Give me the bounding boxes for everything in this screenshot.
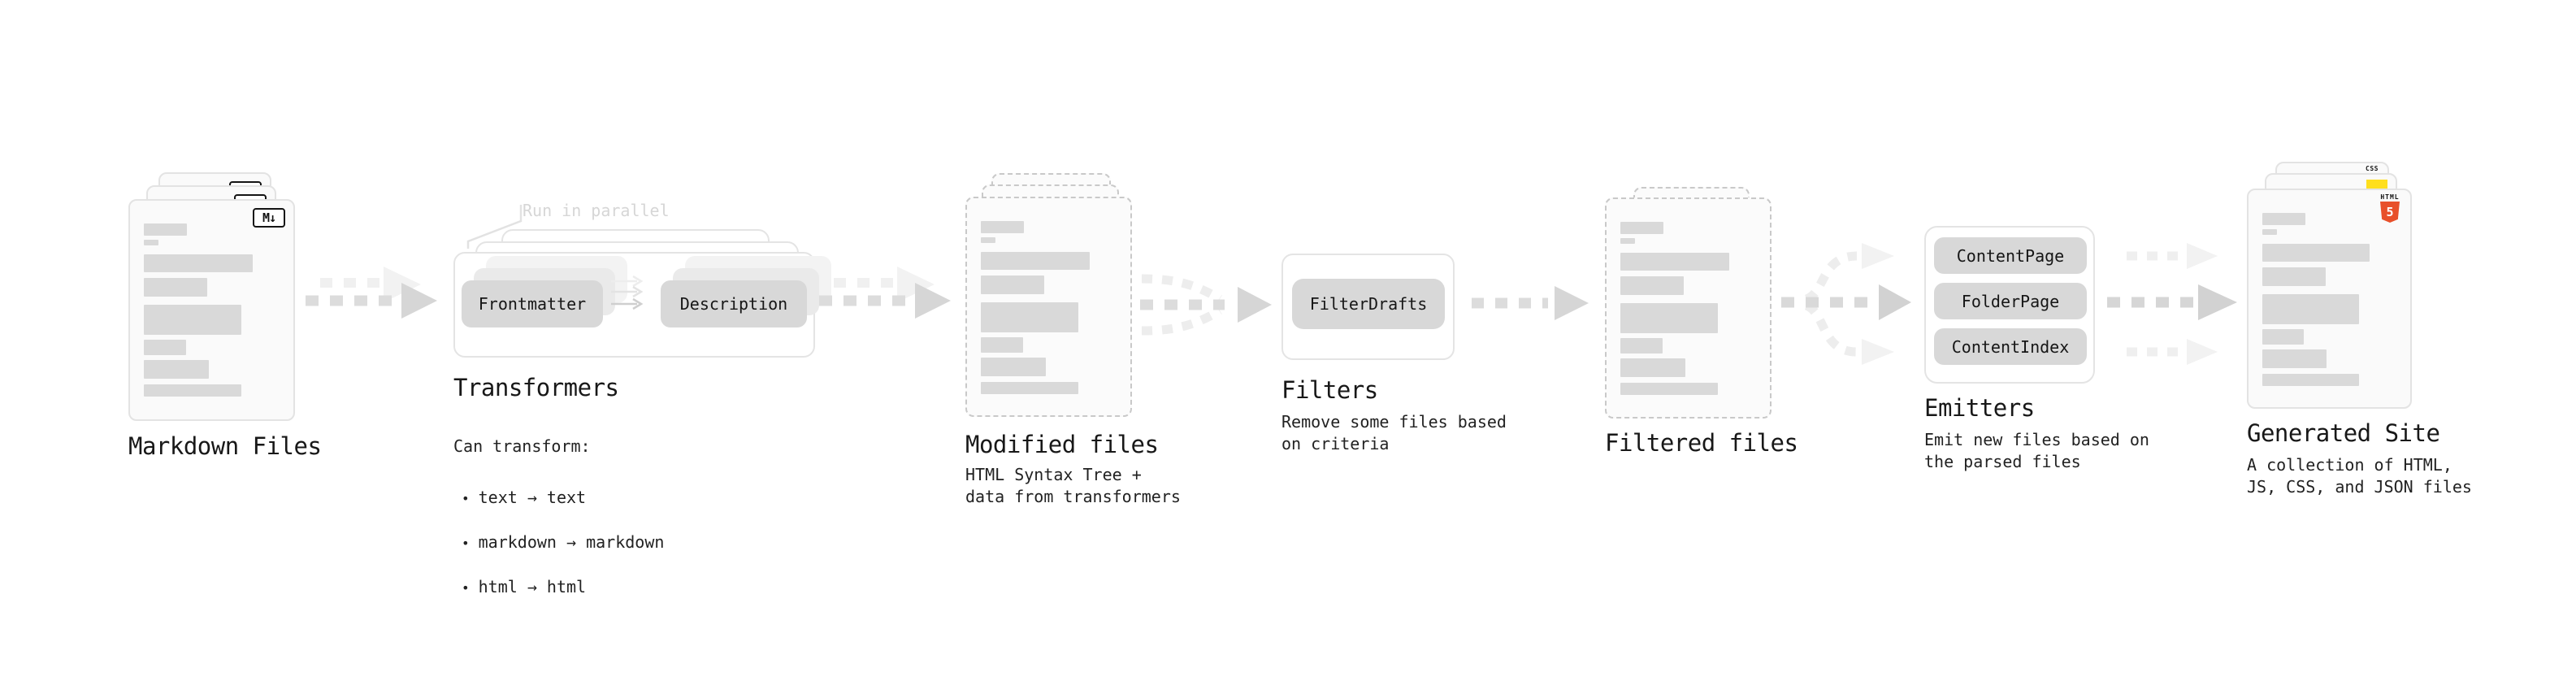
capability-item: markdown → markdown (462, 531, 665, 554)
placeholder-bar (1620, 338, 1663, 354)
parallel-mini-arrows (611, 275, 644, 310)
arrow-head (1555, 286, 1589, 320)
arrow-branch-top (1141, 274, 1222, 303)
placeholder-bar (981, 358, 1047, 376)
arrow-head (1238, 287, 1272, 323)
document-content-placeholder (144, 223, 280, 397)
transformer-pill-frontmatter: Frontmatter (462, 256, 627, 327)
document-content-placeholder (1620, 222, 1756, 395)
transformers-capability-list: text → text markdown → markdown html → h… (453, 465, 665, 621)
flow-arrow-modified-to-filters (1140, 274, 1272, 336)
site-file-card-html: HTML 5 (2247, 189, 2412, 409)
document-content-placeholder (981, 221, 1117, 394)
placeholder-bar (144, 360, 210, 379)
html5-icon-shield: 5 (2380, 202, 2400, 223)
modified-file-card-front (965, 197, 1132, 417)
arrow-head (401, 283, 437, 319)
flow-arrow-transformers-to-modified (819, 267, 951, 319)
placeholder-bar (1620, 222, 1664, 234)
placeholder-bar (1620, 276, 1685, 295)
pill-label: Description (661, 280, 807, 327)
mini-arrow (611, 275, 644, 288)
capability-item: text → text (462, 487, 664, 510)
run-in-parallel-callout-line (466, 205, 523, 249)
placeholder-bar (1620, 238, 1636, 244)
placeholder-bar (981, 221, 1025, 233)
modified-files-description: HTML Syntax Tree + data from transformer… (965, 465, 1181, 506)
markdown-files-label: Markdown Files (128, 432, 322, 460)
mini-arrow (611, 285, 644, 298)
transformers-desc-heading: Can transform: (453, 436, 591, 456)
placeholder-bar (1620, 383, 1719, 395)
placeholder-bar (144, 278, 208, 297)
document-content-placeholder (2262, 213, 2396, 386)
placeholder-bar (981, 337, 1023, 353)
emitters-label: Emitters (1924, 394, 2035, 422)
filters-description: Remove some files based on criteria (1281, 412, 1507, 453)
transformers-description: Can transform: text → text markdown → ma… (453, 414, 664, 643)
emitter-pill-folderpage: FolderPage (1934, 283, 2087, 319)
placeholder-bar (2262, 374, 2359, 386)
placeholder-bar (1620, 303, 1719, 333)
capability-item: html → html (462, 576, 664, 599)
arrow-branch-head-down (1862, 339, 1894, 365)
placeholder-bar (2262, 329, 2305, 345)
placeholder-bar (981, 382, 1079, 394)
arrow-branch-down (1804, 301, 1858, 357)
js-icon (2366, 180, 2387, 190)
placeholder-bar (981, 252, 1090, 270)
filtered-file-card-front (1605, 197, 1772, 419)
placeholder-bar (2262, 294, 2359, 324)
placeholder-bar (2262, 349, 2327, 368)
filters-label: Filters (1281, 376, 1378, 404)
run-in-parallel-note: Run in parallel (523, 201, 670, 220)
placeholder-bar (144, 384, 242, 397)
placeholder-bar (2262, 267, 2326, 286)
callout-line (466, 205, 523, 249)
flow-arrow-filters-to-filtered (1472, 286, 1589, 320)
generated-site-description: A collection of HTML, JS, CSS, and JSON … (2247, 455, 2472, 497)
arrow-head-top (2187, 243, 2218, 269)
transformers-label: Transformers (453, 374, 619, 401)
placeholder-bar (144, 223, 188, 236)
arrow-head-bottom (2187, 339, 2218, 365)
flow-arrow-markdown-to-transformers (306, 267, 437, 319)
placeholder-bar (2262, 229, 2278, 235)
html5-icon: HTML 5 (2379, 194, 2400, 223)
placeholder-bar (2262, 213, 2305, 225)
placeholder-bar (981, 275, 1045, 294)
arrow-branch-up (1804, 251, 1858, 304)
placeholder-bar (144, 340, 186, 355)
markdown-icon: M↓ (253, 208, 285, 228)
placeholder-bar (144, 240, 159, 245)
generated-site-label: Generated Site (2247, 419, 2440, 447)
css-icon-text: CSS (2366, 165, 2379, 172)
placeholder-bar (2262, 244, 2370, 262)
modified-files-label: Modified files (965, 431, 1159, 458)
arrow-branch-bottom (1141, 306, 1222, 336)
filtered-files-label: Filtered files (1605, 429, 1798, 457)
arrow-branch-head-up (1862, 243, 1894, 269)
pill-label: Frontmatter (462, 280, 603, 327)
filter-pill-filterdrafts: FilterDrafts (1292, 279, 1445, 329)
emitter-pill-contentindex: ContentIndex (1934, 328, 2087, 365)
flow-arrow-emitters-to-site (2107, 243, 2237, 365)
transformer-pill-description: Description (661, 256, 831, 327)
placeholder-bar (144, 254, 253, 272)
html5-icon-number: 5 (2386, 205, 2394, 219)
placeholder-bar (1620, 358, 1686, 377)
arrow-head (1879, 284, 1911, 320)
mini-arrow (611, 297, 644, 310)
placeholder-bar (1620, 253, 1729, 271)
placeholder-bar (981, 237, 996, 243)
placeholder-bar (144, 305, 242, 335)
markdown-file-card-front: M↓ (128, 199, 295, 421)
emitters-description: Emit new files based on the parsed files (1924, 430, 2149, 471)
placeholder-bar (981, 302, 1079, 332)
emitter-pill-contentpage: ContentPage (1934, 237, 2087, 274)
flow-arrow-filtered-to-emitters (1781, 243, 1911, 365)
arrow-head (915, 283, 951, 319)
html5-icon-text: HTML (2380, 193, 2400, 201)
arrow-head-middle (2198, 284, 2237, 320)
